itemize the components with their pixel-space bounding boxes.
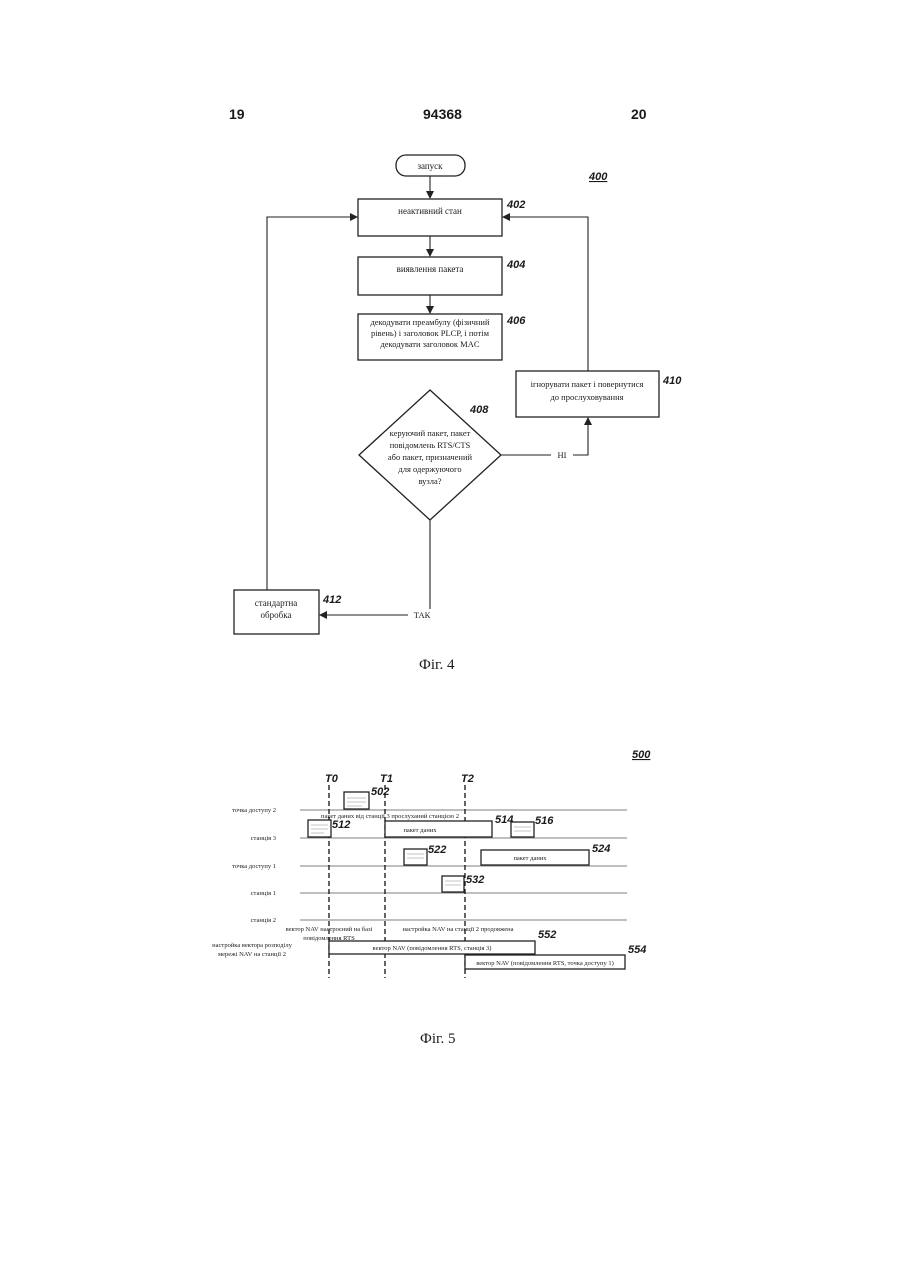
decision-line-3: або пакет, призначений: [388, 452, 473, 462]
row-label-sta1: станція 1: [251, 890, 276, 897]
time-t0: T0: [325, 773, 339, 785]
idle-state-label: неактивний стан: [398, 206, 462, 216]
decode-line-2: рівень) і заголовок PLCP, і потім: [371, 328, 490, 338]
ref-412: 412: [322, 594, 341, 606]
no-branch-arrow: [501, 418, 588, 455]
frame-522: [404, 849, 427, 865]
figure-500-ref: 500: [632, 749, 651, 761]
ignore-line-1: ігнорувати пакет і повернутися: [531, 379, 644, 389]
nav-bar-552-label: вектор NAV (повідомлення RTS, станція 3): [373, 945, 492, 952]
nav-vector-left-1: настройка вектора розподілу: [212, 942, 292, 949]
decision-line-1: керуючий пакет, пакет: [390, 428, 471, 438]
row-label-ap2: точка доступу 2: [232, 807, 276, 814]
nav-bar-554-label: вектор NAV (повідомлення RTS, точка дост…: [476, 960, 613, 967]
packet-detect-label: виявлення пакета: [397, 264, 464, 274]
ref-516: 516: [535, 815, 554, 827]
ref-512: 512: [332, 819, 350, 831]
ref-404: 404: [506, 259, 525, 271]
ref-408: 408: [469, 404, 489, 416]
ref-406: 406: [506, 315, 526, 327]
ref-410: 410: [662, 375, 682, 387]
idle-state-box: [358, 199, 502, 236]
time-t2: T2: [461, 773, 474, 785]
ref-552: 552: [538, 929, 556, 941]
ref-532: 532: [466, 874, 484, 886]
packet-514-label: пакет даних: [403, 827, 437, 834]
frame-512: [308, 820, 331, 837]
nav-vector-left-2: мережі NAV на станції 2: [218, 951, 286, 958]
decision-line-2: повідомлень RTS/CTS: [390, 440, 471, 450]
ref-524: 524: [592, 843, 610, 855]
ref-402: 402: [506, 199, 525, 211]
return-arrow: [503, 217, 588, 371]
frame-532: [442, 876, 464, 892]
figure-5-caption: Фіг. 5: [420, 1031, 455, 1048]
frame-516: [511, 822, 534, 837]
ref-522: 522: [428, 844, 446, 856]
processing-line-2: обробка: [261, 610, 292, 620]
packet-524-label: пакет даних: [513, 855, 547, 862]
nav-left-line-1: вектор NAV настроєний на базі: [286, 926, 373, 933]
start-label: запуск: [417, 161, 443, 171]
row-label-ap1: точка доступу 1: [232, 863, 276, 870]
decode-line-3: декодувати заголовок MAC: [380, 339, 479, 349]
row-label-sta3: станція 3: [251, 835, 276, 842]
row-label-sta2: станція 2: [251, 917, 276, 924]
time-t1: T1: [380, 773, 393, 785]
ref-502: 502: [371, 786, 389, 798]
processing-line-1: стандартна: [255, 598, 298, 608]
decision-line-4: для одержуючого: [398, 464, 461, 474]
frame-502: [344, 792, 369, 809]
figure-4-caption: Фіг. 4: [419, 657, 454, 674]
ref-554: 554: [628, 944, 646, 956]
nav-mid-label: настройка NAV на станції 2 продовжена: [402, 926, 513, 933]
yes-label: ТАК: [414, 610, 431, 620]
figure-400-ref: 400: [588, 171, 608, 183]
decode-line-1: декодувати преамбулу (фізичний: [370, 317, 490, 327]
packet-detect-box: [358, 257, 502, 295]
frame-514: [385, 821, 492, 837]
loop-back-arrow: [267, 217, 357, 590]
decision-line-5: вузла?: [418, 476, 441, 486]
no-label: НІ: [558, 450, 567, 460]
ignore-line-2: до прослуховування: [550, 392, 623, 402]
